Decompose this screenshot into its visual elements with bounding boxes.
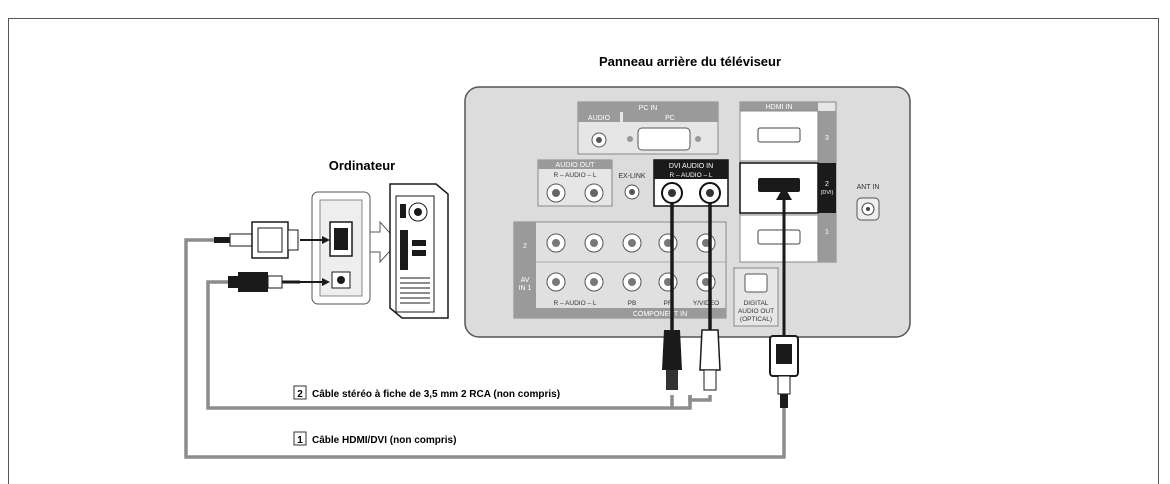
pc-audio-label: AUDIO — [588, 115, 611, 122]
row-2-label: 2 — [523, 243, 527, 250]
hdmi-2-label: 2 — [825, 181, 829, 188]
optical-label: (OPTICAL) — [740, 316, 772, 323]
component-in-label: COMPONENT IN — [633, 311, 687, 318]
dvi-audio-in-block: DVI AUDIO IN R – AUDIO – L — [653, 159, 729, 207]
hdmi-1-label: 1 — [825, 229, 829, 236]
bottom-audio-label: R – AUDIO – L — [554, 300, 597, 307]
hdmi-in-label: HDMI IN — [766, 104, 793, 111]
computer-connector-panel — [300, 191, 399, 305]
pb-label: PB — [628, 300, 637, 307]
digital-audio-out-block: DIGITAL AUDIO OUT (OPTICAL) — [733, 267, 779, 327]
av-in-1-label: IN 1 — [519, 285, 532, 292]
digital-label: DIGITAL — [744, 300, 769, 307]
pr-label: PR — [663, 300, 672, 307]
cable-1-label: 1 Câble HDMI/DVI (non compris) — [293, 431, 456, 446]
hdmi-cable-plug — [769, 186, 799, 408]
computer-title: Ordinateur — [329, 158, 395, 173]
audio-out-label: AUDIO OUT — [556, 162, 596, 169]
hdmi-2-sub-label: (DVI) — [821, 190, 834, 196]
cable-2-label: 2 Câble stéréo à fiche de 3,5 mm 2 RCA (… — [293, 385, 560, 400]
dvi-audio-in-label: DVI AUDIO IN — [669, 163, 713, 170]
audio-out-sub-label: R – AUDIO – L — [554, 172, 597, 179]
vga-port-icon — [637, 127, 691, 151]
diagram-frame — [8, 18, 1159, 484]
hdmi-1-port-icon — [757, 229, 801, 245]
digital-audio-out-label: AUDIO OUT — [738, 308, 774, 315]
pc-in-label: PC IN — [639, 105, 658, 112]
av-in-label: AV — [521, 277, 530, 284]
cable-1-text: Câble HDMI/DVI (non compris) — [312, 435, 456, 446]
cable-2-text: Câble stéréo à fiche de 3,5 mm 2 RCA (no… — [312, 389, 560, 400]
hdmi-3-label: 3 — [825, 135, 829, 142]
audio-out-block: AUDIO OUT R – AUDIO – L — [537, 159, 613, 207]
zoom-arrow-icon — [369, 220, 399, 264]
dvi-audio-sub-label: R – AUDIO – L — [670, 172, 713, 179]
hdmi-2-port-icon — [758, 178, 800, 192]
rca-cable-plugs — [662, 203, 721, 391]
ant-in-label: ANT IN — [857, 184, 880, 191]
computer-side-plugs — [214, 221, 300, 292]
hdmi-3-port-icon — [757, 127, 801, 143]
cable-routing — [184, 238, 786, 459]
tv-panel-title: Panneau arrière du téléviseur — [599, 54, 781, 69]
computer-tower-icon — [389, 183, 449, 319]
y-video-label: Y/VIDEO — [693, 300, 719, 307]
pc-in-block: PC IN AUDIO PC — [577, 101, 719, 155]
cable-1-number: 1 — [297, 435, 303, 446]
hdmi-in-block: HDMI IN 3 2 (DVI) 1 — [739, 101, 837, 263]
optical-port-icon — [744, 273, 768, 293]
av-component-block: 2 AV IN 1 R – AUDIO – L PB PR Y/VIDEO CO… — [513, 221, 727, 319]
ex-link-label: EX-LINK — [618, 173, 646, 180]
pc-label: PC — [665, 115, 675, 122]
cable-2-number: 2 — [297, 389, 303, 400]
